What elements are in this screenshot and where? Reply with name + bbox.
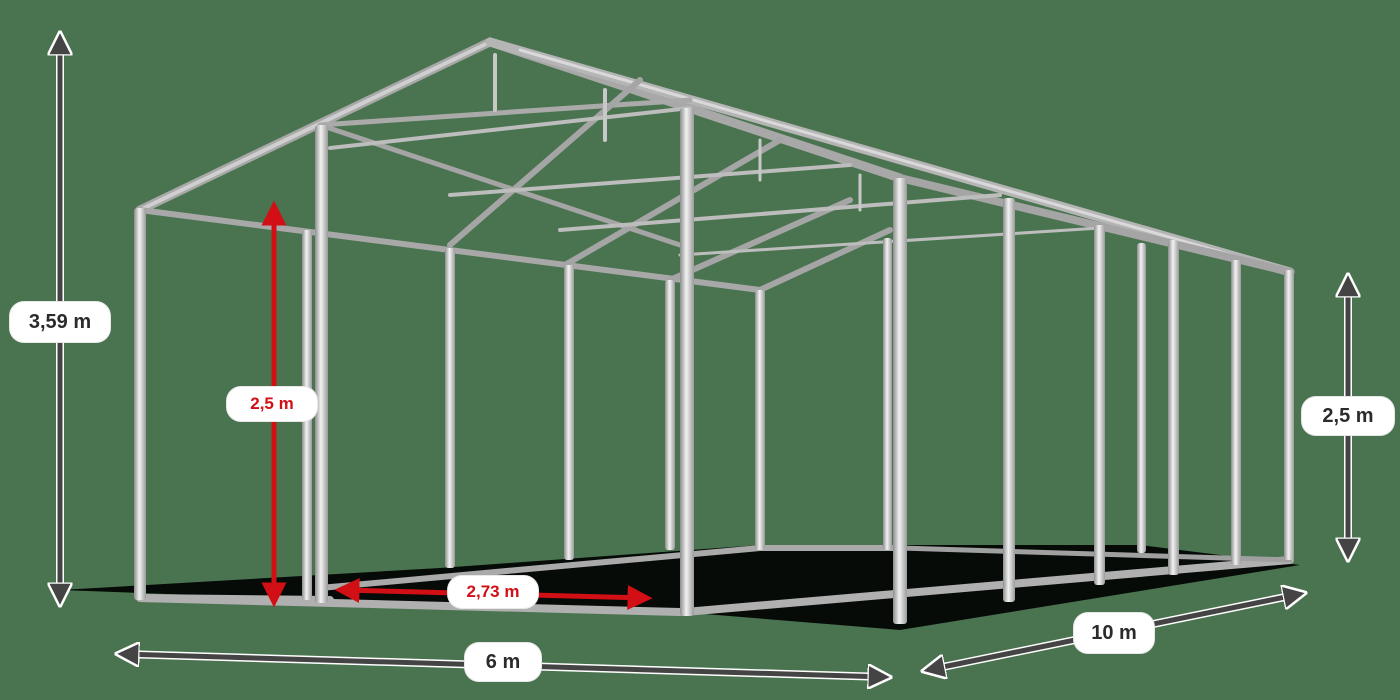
tent-frame [135, 37, 1295, 616]
bay-spacing-label: 2,73 m [448, 576, 538, 608]
length-label: 10 m [1074, 613, 1154, 653]
tent-posts [134, 108, 1294, 624]
total-height-label: 3,59 m [10, 302, 110, 342]
right-wall-height-label: 2,5 m [1302, 397, 1394, 435]
width-label: 6 m [465, 643, 541, 681]
front-wall-height-label: 2,5 m [227, 387, 317, 421]
